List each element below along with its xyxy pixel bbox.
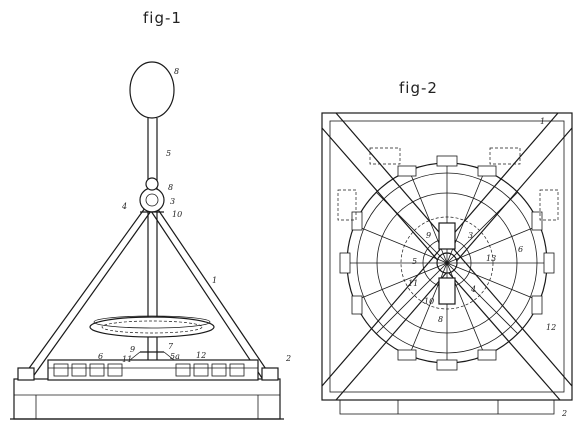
- fig-2-ref-10: 10: [424, 297, 435, 306]
- fig-2-external-boxes: [337, 147, 559, 221]
- fig-1-ref-5: 5: [166, 149, 172, 158]
- fig-1-ref-3: 3: [170, 197, 176, 206]
- fig-1-platform: [47, 351, 259, 381]
- fig-1-a-frame: [17, 207, 279, 381]
- fig-2-ref-5: 5: [412, 257, 418, 266]
- fig-2-ref-2: 2: [562, 409, 568, 418]
- fig-2-ref-4: 4: [471, 285, 477, 294]
- fig-1-ref-4: 4: [122, 202, 128, 211]
- fig-2-label: fig-2: [399, 79, 438, 97]
- fig-1-ref-8b: 8: [168, 183, 174, 192]
- fig-1-ref-8: 8: [174, 67, 180, 76]
- fig-2-ref-11: 11: [408, 279, 419, 288]
- fig-1-hub: [139, 177, 165, 213]
- fig-1-ref-9: 9: [130, 345, 136, 354]
- fig-1-ref-7: 7: [168, 342, 174, 351]
- fig-2-ref-1: 1: [540, 117, 546, 126]
- fig-2-outer-frame: [321, 112, 573, 415]
- fig-2-ref-3: 3: [468, 231, 474, 240]
- fig-2-ref-12: 12: [546, 323, 557, 332]
- fig-2-spokes: [347, 163, 547, 363]
- fig-1-counterweight: [129, 61, 175, 119]
- fig-1-ref-5a: 5a: [170, 352, 180, 361]
- fig-1-gondola-disc: [89, 315, 215, 338]
- fig-2-ref-8: 8: [438, 315, 444, 324]
- fig-2-ref-6: 6: [518, 245, 524, 254]
- fig-2-ref-13: 13: [486, 254, 497, 263]
- fig-2-ref-9: 9: [426, 231, 432, 240]
- fig-1-ref-10: 10: [172, 210, 183, 219]
- fig-1-ref-1: 1: [212, 276, 218, 285]
- fig-1-label: fig-1: [143, 9, 182, 27]
- fig-2-seats: [339, 155, 555, 371]
- fig-1-ref-2: 2: [286, 354, 292, 363]
- fig-1-ref-12: 12: [196, 351, 207, 360]
- fig-1-ref-6: 6: [98, 352, 104, 361]
- fig-1-ref-11: 11: [122, 355, 133, 364]
- fig-2-central-carriage: [438, 222, 456, 305]
